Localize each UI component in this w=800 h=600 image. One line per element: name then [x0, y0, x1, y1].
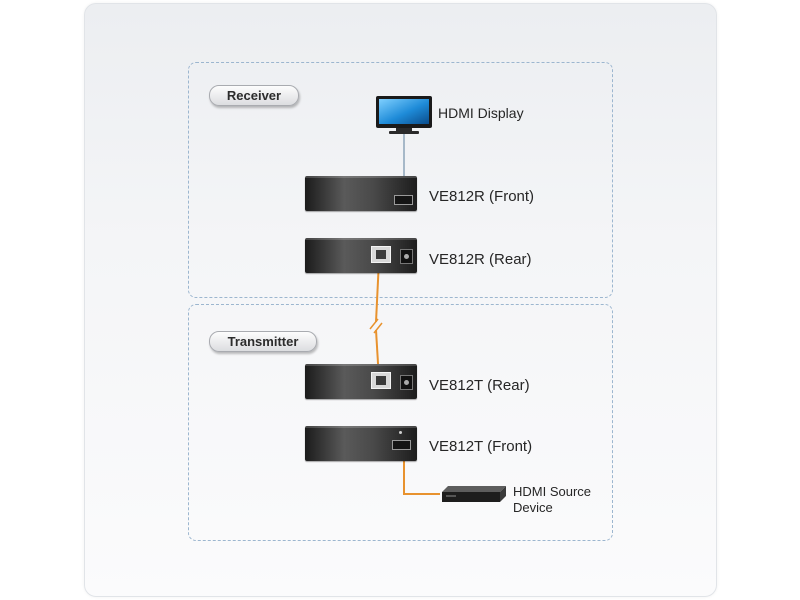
- hdmi-source-label-line2: Device: [513, 500, 553, 515]
- hdmi-source-label: HDMI Source Device: [513, 484, 591, 516]
- led-indicator-icon: [399, 431, 402, 434]
- set-top-box-icon: [440, 486, 506, 504]
- rj45-port-icon: [371, 246, 391, 263]
- monitor-icon: [376, 96, 432, 136]
- ve812t-rear-label: VE812T (Rear): [429, 377, 530, 394]
- receiver-zone: [188, 62, 613, 298]
- rj45-port-icon: [371, 372, 391, 389]
- cable-break-mark-2: [373, 322, 383, 334]
- hdmi-port-icon: [392, 440, 411, 450]
- ve812r-rear-label: VE812R (Rear): [429, 251, 532, 268]
- hdmi-port-icon: [394, 195, 413, 205]
- ve812r-rear-device: [305, 238, 417, 273]
- receiver-badge: Receiver: [209, 85, 299, 106]
- hdmi-source-cable: [403, 450, 440, 495]
- ve812t-front-label: VE812T (Front): [429, 438, 533, 455]
- cable-break-mark-1: [369, 318, 379, 330]
- power-jack-icon: [400, 249, 413, 264]
- ve812t-rear-device: [305, 364, 417, 399]
- ve812r-front-label: VE812R (Front): [429, 188, 535, 205]
- ve812r-front-device: [305, 176, 417, 211]
- transmitter-zone: [188, 304, 613, 541]
- hdmi-source-label-line1: HDMI Source: [513, 484, 592, 499]
- power-jack-icon: [400, 375, 413, 390]
- transmitter-badge: Transmitter: [209, 331, 317, 352]
- ve812t-front-device: [305, 426, 417, 461]
- hdmi-display-label: HDMI Display: [438, 105, 524, 121]
